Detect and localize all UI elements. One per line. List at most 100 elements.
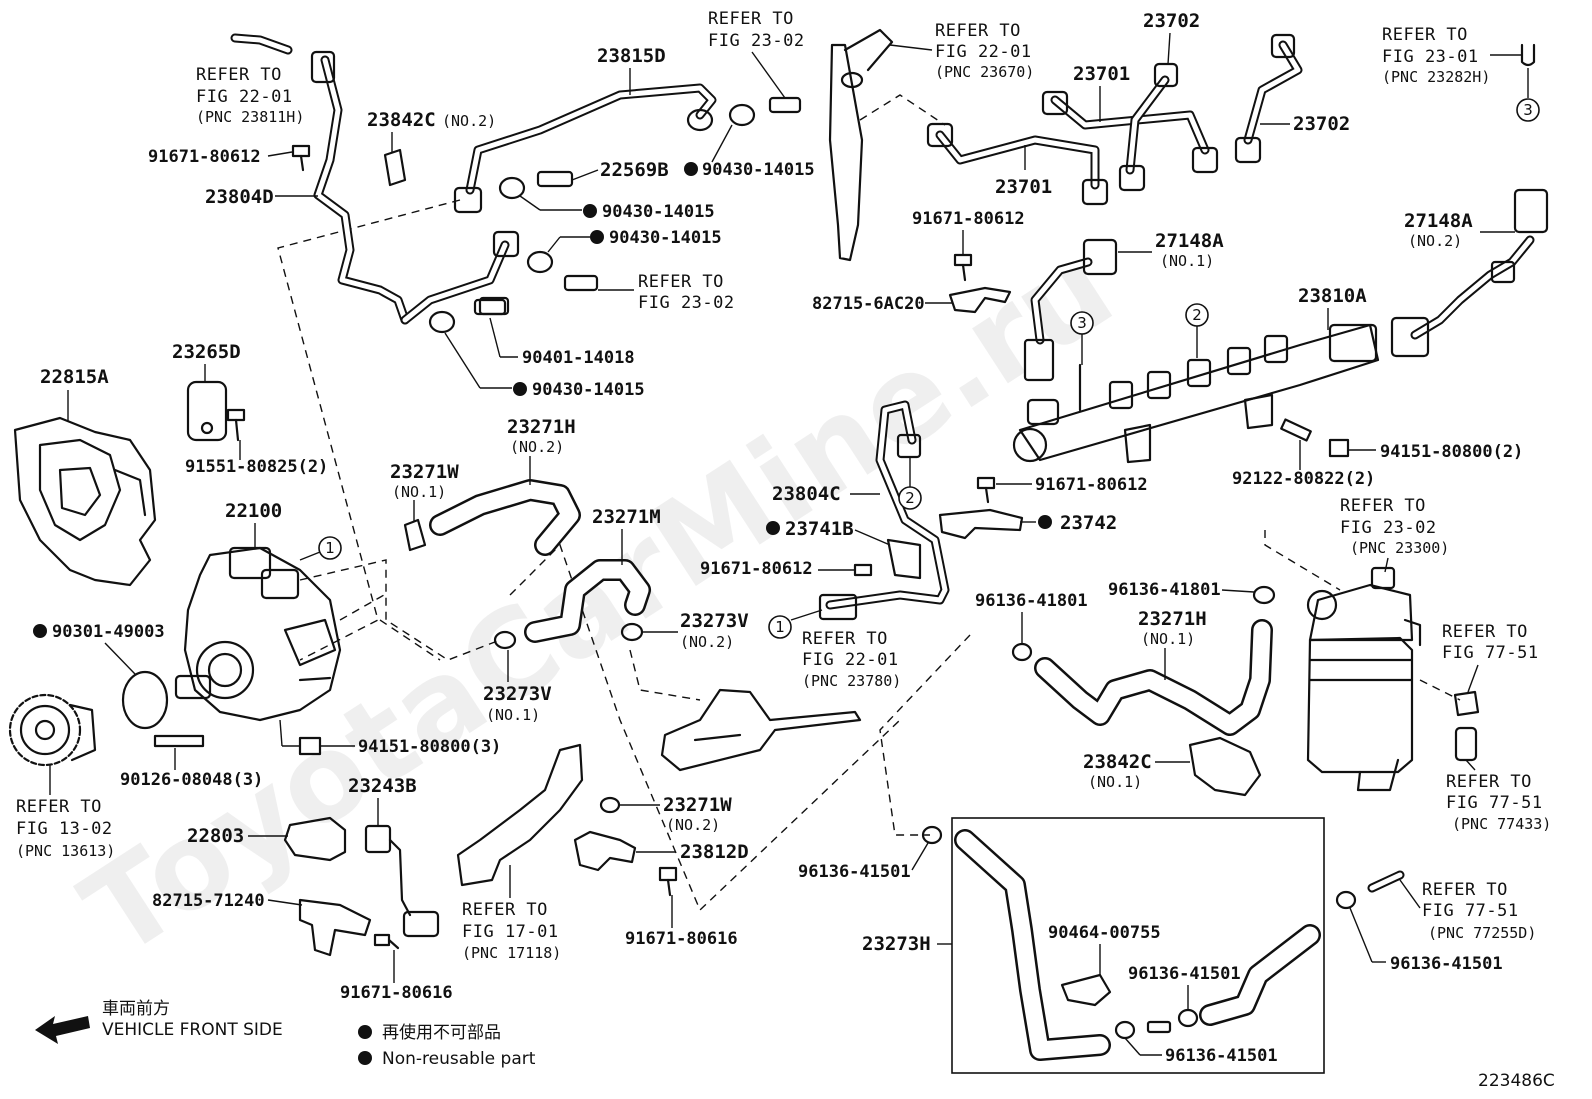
- refer-label-line: REFER TO: [462, 900, 548, 920]
- bolt-icon: [291, 144, 311, 172]
- clamp-23842C-no1[interactable]: [1188, 736, 1262, 797]
- part-label-23812D: 23812D: [680, 841, 749, 863]
- injection-pipe-23701-upper[interactable]: [1041, 75, 1219, 192]
- gasket-icon: [428, 103, 756, 334]
- nonreusable-dot-icon: [684, 162, 698, 176]
- fuel-pipe-23804C[interactable]: [818, 400, 950, 621]
- refer-fig-22-01-pnc-23780[interactable]: REFER TO FIG 22-01 (PNC 23780): [802, 629, 901, 690]
- part-label-27148A-no2-suffix: (NO.2): [1408, 232, 1462, 250]
- o-ring-gasket[interactable]: [121, 670, 169, 730]
- wire-harness-27148A-no1[interactable]: [1023, 238, 1118, 382]
- detail-box: [951, 817, 1325, 1074]
- nonreusable-dot-icon: [766, 521, 780, 535]
- diagram-code: 223486C: [1478, 1071, 1555, 1091]
- bracket-82715-6AC20[interactable]: [948, 286, 1012, 314]
- fuel-hose-23273H[interactable]: [954, 829, 1321, 1061]
- fuel-hose-23271M[interactable]: [524, 559, 651, 643]
- injection-pipe-23701-lower[interactable]: [926, 122, 1109, 206]
- refer-label-line: FIG 22-01: [935, 42, 1032, 62]
- part-label-90301-49003: 90301-49003: [52, 622, 165, 642]
- part-label-90430-c: 90430-14015: [609, 228, 722, 248]
- part-label-90430-d: 90430-14015: [532, 380, 645, 400]
- part-label-90430-a: 90430-14015: [702, 160, 815, 180]
- part-label-23271H-no2: 23271H: [507, 416, 576, 438]
- bracket-23812D[interactable]: [573, 830, 637, 872]
- marker-3-upper: 3: [1516, 98, 1540, 122]
- fuel-hose-23271H-no1[interactable]: [1034, 619, 1273, 736]
- fuel-pipe-23804D[interactable]: [310, 50, 410, 325]
- hose-clamp-23271W-no1[interactable]: [403, 518, 427, 552]
- pipe-refer-77-51[interactable]: [1367, 870, 1405, 893]
- return-pipe-23815D[interactable]: [400, 83, 717, 325]
- refer-label-line: REFER TO: [1422, 880, 1508, 900]
- fuel-sensor-23243B[interactable]: [364, 824, 440, 938]
- bracket-82715-71240[interactable]: [298, 898, 372, 957]
- refer-label-line: REFER TO: [638, 272, 724, 292]
- part-label-82715-71240: 82715-71240: [152, 891, 265, 911]
- part-label-91671-80612-d: 91671-80612: [912, 209, 1025, 229]
- refer-fig-13-02[interactable]: REFER TO FIG 13-02 (PNC 13613): [16, 797, 115, 860]
- nonreusable-dot-icon: [513, 382, 527, 396]
- part-label-23271W-no2-suffix: (NO.2): [666, 816, 720, 834]
- part-label-92122-80822: 92122-80822(2): [1232, 469, 1375, 489]
- drive-sprocket[interactable]: [8, 693, 97, 767]
- wire-harness-27148A-no2[interactable]: [1390, 188, 1549, 358]
- svg-text:2: 2: [1192, 306, 1202, 324]
- clip-icon: [1520, 43, 1536, 67]
- fuel-injector[interactable]: [828, 28, 894, 262]
- bracket-refer-17-01[interactable]: [456, 743, 584, 887]
- clamp-23842C-no2[interactable]: [383, 148, 407, 187]
- refer-fig-77-51-pnc-77433[interactable]: REFER TO FIG 77-51 (PNC 77433): [1446, 772, 1551, 833]
- refer-fig-23-02-upper[interactable]: REFER TO FIG 23-02: [708, 9, 805, 51]
- legend-nonreusable-en: Non-reusable part: [382, 1049, 536, 1069]
- bolt-icon: [953, 253, 973, 282]
- part-label-23702-b: 23702: [1293, 113, 1350, 135]
- part-label-23701-a: 23701: [1073, 63, 1130, 85]
- fuel-hose-23271H-no2[interactable]: [429, 479, 581, 556]
- refer-label-line: REFER TO: [708, 9, 794, 29]
- hose-clamp-23273V-no1[interactable]: [493, 630, 517, 650]
- fuel-supply-pump-22100[interactable]: [174, 546, 342, 722]
- pump-cover-plate-23265D[interactable]: [186, 380, 228, 442]
- refer-label-line: FIG 22-01: [802, 650, 899, 670]
- part-label-23804D: 23804D: [205, 186, 274, 208]
- clamp-23742[interactable]: [938, 508, 1024, 540]
- refer-label-line: REFER TO: [1442, 622, 1528, 642]
- fuel-pipe-refer-22-01[interactable]: [230, 33, 293, 55]
- refer-label-line: FIG 13-02: [16, 819, 113, 839]
- refer-label-line: FIG 17-01: [462, 922, 559, 942]
- part-label-91671-80612-b: 91671-80612: [700, 559, 813, 579]
- clip-90464[interactable]: [1060, 973, 1112, 1007]
- refer-label-line: FIG 77-51: [1442, 643, 1539, 663]
- marker-1-pipe: 1: [768, 615, 792, 639]
- part-label-22803: 22803: [187, 825, 244, 847]
- refer-fig-22-01-pnc-23670[interactable]: REFER TO FIG 22-01 (PNC 23670): [935, 21, 1034, 81]
- fuel-filter-assembly[interactable]: [1306, 566, 1422, 792]
- hose-clamp-23271W-no2[interactable]: [599, 796, 621, 814]
- refer-label-line: FIG 23-02: [708, 31, 805, 51]
- legend-front-en: VEHICLE FRONT SIDE: [102, 1020, 283, 1040]
- common-rail-23810A[interactable]: [1012, 323, 1380, 464]
- injection-pipe-23702-right[interactable]: [1234, 33, 1303, 164]
- refer-fig-77-51-pnc-77255D[interactable]: REFER TO FIG 77-51 (PNC 77255D): [1422, 880, 1536, 942]
- protective-cap-22803[interactable]: [283, 816, 347, 862]
- part-label-23741B: 23741B: [785, 518, 854, 540]
- timing-cover-22815A[interactable]: [13, 416, 157, 587]
- part-label-90464-00755: 90464-00755: [1048, 923, 1161, 943]
- part-label-23271H-no2-suffix: (NO.2): [510, 438, 564, 456]
- refer-fig-23-01-pnc-23282H[interactable]: REFER TO FIG 23-01 (PNC 23282H): [1382, 25, 1490, 86]
- part-label-94151-80800-2: 94151-80800(2): [1380, 442, 1523, 462]
- part-label-23702-a: 23702: [1143, 10, 1200, 32]
- refer-fig-23-02-mid[interactable]: REFER TO FIG 23-02: [638, 272, 735, 313]
- refer-fig-22-01-pnc-23811H[interactable]: REFER TO FIG 22-01 (PNC 23811H): [196, 65, 304, 126]
- part-label-22100: 22100: [225, 500, 282, 522]
- legend-nonreusable-jp: 再使用不可部品: [382, 1022, 501, 1043]
- svg-text:1: 1: [775, 618, 785, 636]
- nonreusable-dot-icon: [358, 1025, 372, 1039]
- refer-fig-17-01-pnc-17118[interactable]: REFER TO FIG 17-01 (PNC 17118): [462, 900, 561, 962]
- refer-fig-77-51-upper[interactable]: REFER TO FIG 77-51: [1442, 622, 1539, 663]
- bolt-icon: [373, 933, 400, 950]
- refer-fig-23-02-pnc-23300[interactable]: REFER TO FIG 23-02 (PNC 23300): [1340, 496, 1449, 557]
- fuel-pipe-bracket[interactable]: [660, 688, 862, 772]
- part-label-91671-80612-c: 91671-80612: [1035, 475, 1148, 495]
